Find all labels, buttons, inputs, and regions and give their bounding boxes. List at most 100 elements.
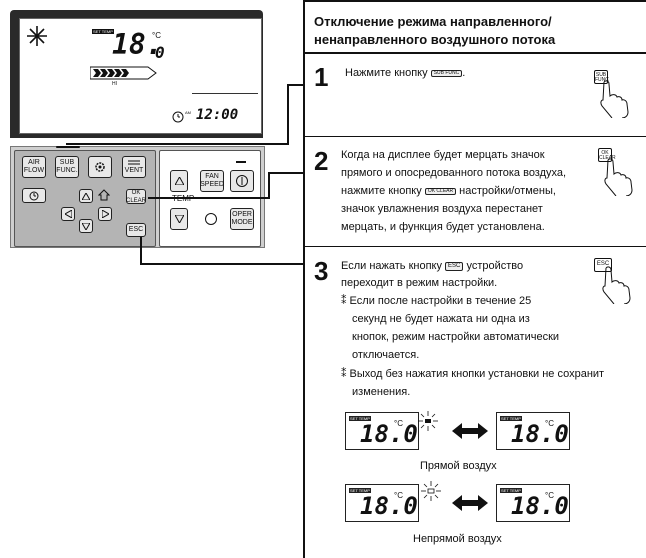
step-3-line1a: Если нажать кнопку (341, 260, 442, 272)
display-direct-after: SET TEMP 18.0 °C (496, 412, 570, 450)
timer-clock-icon (29, 191, 39, 200)
title-divider (303, 52, 646, 54)
esc-button[interactable]: ESC (126, 223, 146, 237)
step-2-line1: Когда на дисплее будет мерцать значок (341, 149, 545, 161)
step-3-note2-line2: изменения. (352, 386, 411, 398)
arrow-down-icon (82, 222, 90, 230)
lcd-temperature-decimal: 0 (155, 43, 165, 62)
step-3-note1-line3: кнопок, режим настройки автоматически (352, 331, 560, 343)
display-value: 18.0 (360, 492, 418, 520)
blinking-indirect-air-icon (421, 481, 441, 501)
step-1-number: 1 (314, 62, 329, 92)
step-3-number: 3 (314, 256, 329, 286)
display-tag: SET TEMP (500, 488, 522, 493)
lcd-hi-label: HI (112, 81, 117, 87)
step-2-number: 2 (314, 146, 329, 176)
temp-up-button[interactable] (170, 170, 188, 192)
sub-func-button[interactable]: SUB FUNC. (55, 156, 79, 178)
lcd-set-temp-tag: SET TEMP (92, 29, 114, 34)
display-value: 18.0 (360, 420, 418, 448)
fan-speed-button[interactable]: FAN SPEED (200, 170, 224, 192)
vent-button-label: VENT (124, 167, 144, 174)
connector-line-3 (140, 237, 142, 264)
display-indirect-after: SET TEMP 18.0 °C (496, 484, 570, 522)
arrow-left-icon (64, 210, 72, 218)
ok-clear-button[interactable]: OK CLEAR (126, 189, 147, 204)
home-icon (98, 189, 110, 201)
step-3-esc-key: ESC (445, 261, 464, 271)
step-3-note1-line1: ⁑ Если после настройки в течение 25 (341, 295, 532, 307)
double-arrow-icon (452, 423, 488, 439)
display-indirect-before: SET TEMP 18.0 °C (345, 484, 419, 522)
step-3-line2: переходит в режим настройки. (341, 277, 498, 289)
step-1-text-main: Нажмите кнопку (345, 67, 428, 79)
connector-line-1c (66, 143, 289, 145)
temp-down-button[interactable] (170, 208, 188, 230)
arrow-up-icon (82, 192, 90, 200)
step-1-sub-func-key: SUB FUNC (430, 69, 463, 77)
connector-line-1 (287, 84, 305, 86)
step-3-note1-line2: секунд не будет нажата ни одна из (352, 313, 530, 325)
section-title: Отключение режима направленного/ (314, 14, 552, 29)
indirect-air-caption: Непрямой воздух (413, 533, 502, 545)
timer-button[interactable] (22, 188, 46, 203)
setting-button[interactable] (88, 156, 112, 178)
hand-pointer-icon (604, 158, 633, 196)
blinking-direct-air-icon (418, 411, 438, 431)
step-2-line3b: настройки/отмены, (459, 185, 556, 197)
step-2-illus-key: OK CLEAR (598, 148, 616, 162)
hand-pointer-icon (600, 80, 629, 118)
display-unit: °C (394, 419, 403, 428)
step-3-line1b: устройство (466, 260, 524, 272)
hand-pointer-icon (602, 266, 631, 304)
right-arrow-button[interactable] (98, 207, 112, 221)
arrow-right-icon (101, 210, 109, 218)
power-icon (236, 175, 248, 187)
gear-icon (95, 162, 105, 172)
left-arrow-button[interactable] (61, 207, 75, 221)
display-tag: SET TEMP (500, 416, 522, 421)
remote-lcd: SET TEMP 18. 0 °C HI AM 12:00 (19, 18, 262, 134)
clock-icon (172, 111, 184, 123)
step-2-line3a: нажмите кнопку (341, 185, 422, 197)
triangle-up-icon (174, 177, 184, 185)
connector-line-2b (268, 172, 270, 199)
connector-line-1b (287, 84, 289, 144)
vent-icon (128, 160, 140, 165)
power-indicator (236, 161, 246, 163)
display-direct-before: SET TEMP 18.0 °C (345, 412, 419, 450)
lcd-week-row (192, 93, 258, 101)
step-1-illus-key: SUB FUNC (594, 70, 609, 84)
panel-top-rule (303, 0, 646, 2)
double-arrow-icon (452, 495, 488, 511)
display-value: 18.0 (511, 492, 569, 520)
display-tag: SET TEMP (349, 488, 371, 493)
snowflake-icon (27, 26, 47, 46)
connector-line-3b (140, 263, 305, 265)
step-3-note2-line1: ⁑ Выход без нажатия кнопки установки не … (341, 368, 605, 380)
step-1-text: Нажмите кнопку SUB FUNC. (345, 67, 466, 79)
vent-button[interactable]: VENT (122, 156, 146, 178)
fan-speed-bar-icon (90, 66, 157, 80)
direct-air-caption: Прямой воздух (420, 460, 497, 472)
air-flow-button[interactable]: AIR FLOW (22, 156, 46, 178)
step-3-line1: Если нажать кнопку ESC устройство (341, 259, 523, 274)
down-arrow-button[interactable] (79, 219, 93, 233)
step-3-illus-key: ESC (594, 258, 612, 272)
lcd-clock: 12:00 (196, 107, 239, 123)
triangle-down-icon (174, 215, 184, 223)
sensor-indicator (205, 213, 217, 225)
up-arrow-button[interactable] (79, 189, 93, 203)
section-title-line2: ненаправленного воздушного потока (314, 32, 556, 47)
connector-line-2 (148, 197, 268, 199)
step-1-divider (303, 136, 646, 137)
lcd-am-label: AM (185, 110, 191, 115)
step-2-ok-clear-key: OK CLEAR (424, 187, 457, 195)
lcd-temperature: 18. (112, 28, 163, 61)
power-button[interactable] (230, 170, 254, 192)
oper-mode-button[interactable]: OPER MODE (230, 208, 254, 230)
display-unit: °C (545, 491, 554, 500)
step-2-divider (303, 246, 646, 247)
step-2-line4: значок увлажнения воздуха перестанет (341, 203, 543, 215)
display-value: 18.0 (511, 420, 569, 448)
